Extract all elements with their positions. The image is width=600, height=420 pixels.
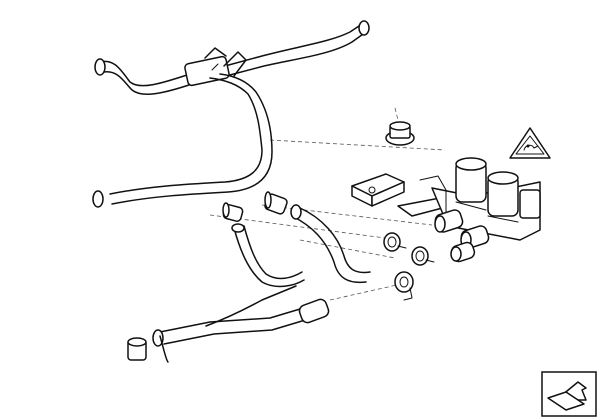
mounting-bracket (351, 173, 451, 217)
water-valve-unit (419, 157, 541, 263)
hose-sleeves (127, 191, 288, 361)
clamp (383, 232, 407, 252)
clamp (394, 271, 414, 301)
valve-outlets (434, 209, 490, 263)
clamp (411, 246, 435, 266)
sleeve (264, 191, 288, 215)
sleeve (127, 337, 147, 361)
warning-triangle (509, 127, 551, 159)
rubber-grommet (385, 121, 415, 146)
hose-clamps (383, 232, 435, 301)
lower-hose-assembly (152, 204, 371, 363)
sleeve (222, 202, 244, 222)
upper-hose-assembly (92, 20, 370, 208)
corner-arrow (541, 371, 597, 417)
